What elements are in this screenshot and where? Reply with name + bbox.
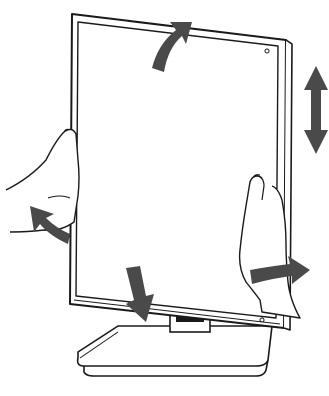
tilt-back-arrow-icon [152,22,192,72]
swivel-right-arrow-icon [250,256,310,284]
push-down-arrow-icon [126,266,154,322]
stand-base [76,325,273,377]
swivel-left-arrow-icon [30,206,70,244]
height-adjust-arrow-icon [304,66,328,154]
left-hand [5,128,80,233]
